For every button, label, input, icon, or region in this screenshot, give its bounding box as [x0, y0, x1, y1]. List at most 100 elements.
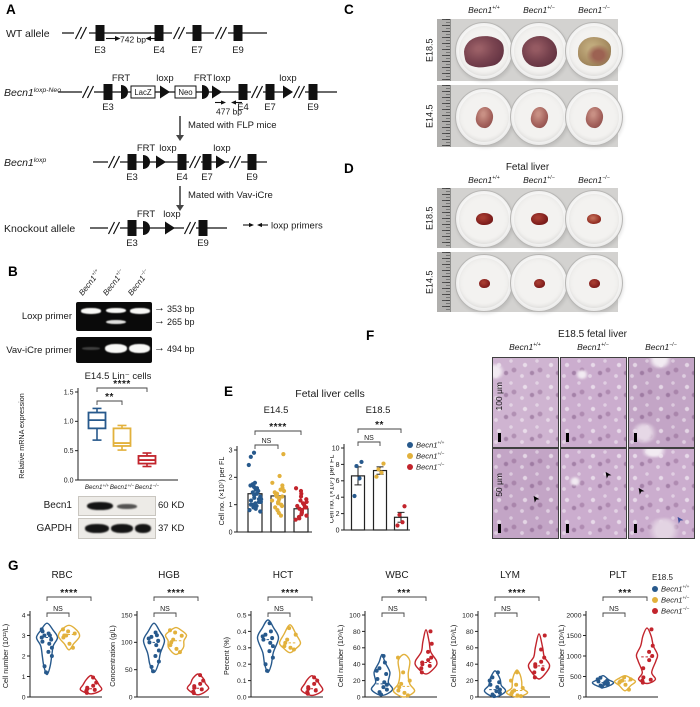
svg-text:0.0: 0.0: [237, 694, 247, 701]
data-point: [151, 669, 156, 674]
data-point: [153, 630, 158, 635]
svg-text:FRT: FRT: [112, 73, 130, 84]
data-point: [540, 667, 545, 672]
data-point: [426, 649, 431, 654]
svg-text:1000: 1000: [566, 653, 581, 660]
data-point: [147, 640, 152, 645]
scale-bar: [634, 524, 637, 533]
data-point: [46, 631, 51, 636]
svg-text:loxp: loxp: [213, 73, 230, 84]
svg-text:HGB: HGB: [158, 570, 180, 581]
data-point: [64, 633, 69, 638]
bar-group: [393, 504, 409, 531]
scale-label: 100 μm: [494, 382, 504, 411]
frt-site-icon: [121, 85, 128, 99]
primer-arrow-icon: [115, 36, 121, 41]
data-point: [518, 694, 523, 699]
gel-lane-label-het: Becn1+/−: [101, 268, 124, 298]
embryo-photo-strip-e145: [437, 85, 623, 147]
data-point: [377, 666, 382, 671]
column-header-het: Becn1+/−: [523, 5, 555, 15]
data-point: [641, 675, 646, 680]
data-point: [379, 470, 384, 475]
allele-row-loxp-neo: Becn1loxp-Neo LacZ Neo 477 bp FRT loxp F…: [4, 73, 337, 117]
data-point: [626, 687, 631, 692]
column-header-wt: Becn1+/+: [509, 342, 541, 352]
svg-text:RBC: RBC: [51, 570, 72, 581]
legend-entry-het: Becn1+/−: [407, 450, 444, 461]
violin-group: [527, 633, 551, 680]
data-point: [520, 685, 525, 690]
data-point: [270, 635, 275, 640]
data-point: [512, 688, 517, 693]
data-point: [277, 473, 282, 479]
svg-text:E14.5 Lin⁻ cells: E14.5 Lin⁻ cells: [85, 371, 152, 382]
pale-region: [631, 423, 657, 443]
data-point: [395, 523, 400, 528]
data-point: [66, 629, 71, 634]
significance-label: ****: [60, 588, 78, 599]
petri-dish: [565, 254, 623, 312]
data-point: [497, 687, 502, 692]
data-point: [192, 684, 197, 689]
data-point: [300, 501, 306, 506]
svg-text:loxp: loxp: [213, 143, 230, 154]
blue-arrowhead-icon: ➤: [672, 513, 686, 526]
svg-text:FRT: FRT: [194, 73, 212, 84]
petri-dish: [565, 190, 623, 248]
data-point: [400, 520, 405, 525]
data-point: [296, 514, 302, 520]
significance-label: NS: [160, 606, 170, 613]
svg-text:0: 0: [470, 694, 474, 701]
scale-label: 50 μm: [494, 473, 504, 497]
mating-step-vav: Mated with Vav-iCre: [176, 186, 273, 211]
line-break-marks: [107, 221, 197, 235]
svg-text:1: 1: [229, 502, 233, 509]
significance-label: NS: [609, 606, 619, 613]
svg-text:WBC: WBC: [385, 570, 408, 581]
data-point: [91, 683, 96, 688]
svg-text:Cell number (10¹²/L): Cell number (10¹²/L): [1, 624, 10, 688]
loxp-neo-allele-label: Becn1loxp-Neo: [4, 87, 61, 99]
significance-bracket: [381, 596, 427, 601]
vav-primer-row-label: Vav-iCre primer: [6, 345, 72, 356]
svg-text:loxp primers: loxp primers: [271, 221, 323, 232]
primer-arrow-icon: [145, 36, 151, 41]
data-point: [429, 641, 434, 646]
data-point: [156, 638, 161, 643]
western-band: [135, 523, 151, 533]
svg-text:E9: E9: [307, 102, 319, 113]
line-break-marks: [74, 26, 228, 40]
data-point: [488, 682, 493, 687]
significance-bracket: [46, 596, 92, 601]
data-point: [514, 682, 519, 687]
data-point: [94, 680, 99, 685]
data-point: [47, 641, 52, 646]
svg-text:Cell number (10⁹/L): Cell number (10⁹/L): [449, 625, 458, 688]
data-point: [487, 678, 492, 683]
petri-dish: [455, 88, 513, 146]
significance-bracket: [357, 441, 381, 446]
fetal-liver-ko: [588, 278, 600, 288]
loxp-site-icon: [283, 85, 293, 99]
data-point: [168, 628, 173, 633]
data-point: [622, 675, 627, 680]
significance-bracket: [494, 612, 518, 617]
data-point: [246, 462, 251, 468]
significance-label: ****: [167, 588, 185, 599]
svg-text:E4: E4: [153, 45, 165, 56]
arrowhead-icon: ➤: [633, 485, 647, 498]
svg-text:E9: E9: [197, 238, 209, 249]
svg-text:0: 0: [336, 527, 340, 534]
svg-text:100: 100: [121, 640, 133, 647]
loxp-primer-gel: [76, 302, 152, 331]
svg-text:E7: E7: [201, 172, 213, 183]
data-point: [648, 677, 653, 682]
line-break-marks: [81, 85, 306, 99]
svg-text:E3: E3: [94, 45, 106, 56]
scale-bar: [498, 433, 501, 442]
data-point: [490, 692, 495, 697]
data-point: [280, 494, 285, 499]
